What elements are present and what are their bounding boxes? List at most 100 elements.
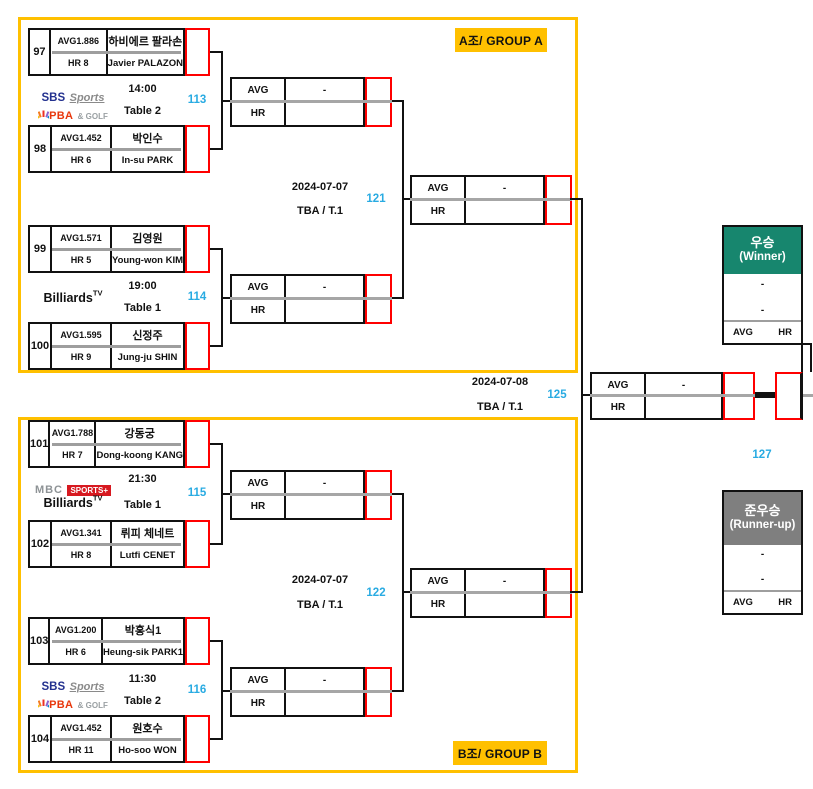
player-hr: HR 11 bbox=[68, 745, 94, 755]
row-divider bbox=[52, 51, 181, 54]
hr-label: HR bbox=[232, 299, 286, 322]
row-divider bbox=[52, 543, 181, 546]
winner-header: 우승 (Winner) bbox=[724, 227, 801, 274]
connector-line bbox=[570, 591, 583, 593]
score-cell-101 bbox=[185, 420, 210, 468]
hr-value bbox=[286, 299, 363, 322]
match-time: 11:30 bbox=[128, 673, 157, 685]
player-entry-97: 97 AVG1.886 HR 8 하비에르 팔라손 Javier PALAZON bbox=[28, 28, 185, 76]
player-avg: AVG1.452 bbox=[60, 133, 102, 143]
winner-title-kr: 우승 bbox=[750, 235, 775, 251]
winner-title-en: (Winner) bbox=[739, 251, 786, 264]
avg-value: - bbox=[502, 576, 507, 587]
player-hr: HR 8 bbox=[68, 58, 89, 68]
peacock-icon bbox=[35, 110, 53, 120]
player-entry-103: 103 AVG1.200 HR 6 박홍식1 Heung-sik PARK1 bbox=[28, 617, 185, 665]
peacock-icon bbox=[35, 699, 53, 709]
connector-line bbox=[392, 493, 404, 495]
runner-up-title-en: (Runner-up) bbox=[729, 519, 796, 532]
hr-label: HR bbox=[412, 200, 466, 223]
hr-label: HR bbox=[232, 692, 286, 715]
player-name-kr: 김영원 bbox=[132, 233, 163, 245]
match-time: 19:00 bbox=[128, 280, 157, 292]
seed-number: 102 bbox=[30, 522, 52, 566]
hr-label: HR bbox=[232, 495, 286, 518]
sbs-logo-text: SBS bbox=[41, 92, 66, 104]
connector-line bbox=[801, 343, 803, 372]
connector-line bbox=[221, 493, 230, 495]
hr-value bbox=[466, 593, 543, 616]
hr-label: HR bbox=[232, 102, 286, 125]
player-hr: HR 5 bbox=[70, 255, 92, 265]
billiards-tv-logo: BilliardsTV bbox=[30, 289, 116, 307]
player-name-en: Young-won KIM bbox=[111, 254, 183, 266]
player-name-en: In-su PARK bbox=[121, 154, 174, 166]
final-bridge-connector bbox=[755, 392, 775, 398]
avg-label: AVG bbox=[733, 597, 753, 608]
connector-line bbox=[402, 591, 410, 593]
player-name-kr: 하비에르 팔라손 bbox=[108, 36, 183, 48]
seed-number: 103 bbox=[30, 619, 51, 663]
semi-date: 2024-07-07 bbox=[291, 181, 349, 193]
score-cell-104 bbox=[185, 715, 210, 763]
match-number-125: 125 bbox=[547, 389, 567, 401]
sbs-pba-golf-logo: SBS Sports PBA & GOLF bbox=[30, 88, 116, 125]
sbs-sports-text: Sports bbox=[69, 681, 105, 693]
player-avg: AVG1.571 bbox=[60, 233, 102, 243]
seed-number: 98 bbox=[30, 127, 52, 171]
match-box-114: AVG - HR bbox=[230, 274, 392, 324]
match-number-116: 116 bbox=[187, 684, 207, 696]
player-entry-99: 99 AVG1.571 HR 5 김영원 Young-won KIM bbox=[28, 225, 185, 273]
match-box-122: AVG - HR bbox=[410, 568, 572, 618]
pba-golf-text: & GOLF bbox=[77, 112, 108, 122]
row-divider bbox=[52, 345, 181, 348]
score-cell-97 bbox=[185, 28, 210, 76]
score-cell-102 bbox=[185, 520, 210, 568]
row-divider bbox=[230, 690, 392, 693]
connector-line bbox=[221, 690, 230, 692]
avg-value: - bbox=[322, 478, 327, 489]
hr-label: HR bbox=[412, 593, 466, 616]
billiards-tv-logo: BilliardsTV bbox=[30, 494, 116, 512]
winner-score-placeholder: - bbox=[760, 305, 765, 316]
player-hr: HR 6 bbox=[70, 155, 92, 165]
winner-box: 우승 (Winner) - - AVG HR bbox=[722, 225, 803, 345]
match-number-115: 115 bbox=[187, 487, 207, 499]
player-avg: AVG1.200 bbox=[54, 625, 97, 635]
billiards-tv-text: TV bbox=[92, 288, 103, 298]
row-divider bbox=[230, 297, 392, 300]
player-avg: AVG1.595 bbox=[60, 330, 102, 340]
match-box-115: AVG - HR bbox=[230, 470, 392, 520]
match-time: 21:30 bbox=[128, 473, 157, 485]
row-divider bbox=[52, 738, 181, 741]
sbs-sports-text: Sports bbox=[69, 92, 105, 104]
avg-value: - bbox=[322, 85, 327, 96]
connector-line bbox=[402, 198, 410, 200]
runner-up-header: 준우승 (Runner-up) bbox=[724, 492, 801, 545]
row-divider bbox=[590, 394, 755, 397]
row-divider bbox=[52, 443, 181, 446]
final-date: 2024-07-08 bbox=[471, 376, 529, 388]
semi-venue: TBA / T.1 bbox=[296, 205, 344, 217]
player-hr: HR 9 bbox=[70, 352, 92, 362]
semi-venue: TBA / T.1 bbox=[296, 599, 344, 611]
hr-value bbox=[646, 396, 721, 418]
row-divider bbox=[52, 248, 181, 251]
match-box-116: AVG - HR bbox=[230, 667, 392, 717]
billiards-logo-text: Billiards bbox=[43, 496, 93, 510]
seed-number: 104 bbox=[30, 717, 52, 761]
match-number-114: 114 bbox=[187, 291, 207, 303]
avg-label: AVG bbox=[412, 570, 466, 593]
runner-up-name-placeholder: - bbox=[760, 549, 765, 560]
player-name-kr: 신정주 bbox=[132, 330, 163, 342]
avg-label: AVG bbox=[592, 374, 646, 396]
pba-logo-text: PBA bbox=[49, 110, 74, 123]
player-name-en: Lutfi CENET bbox=[119, 549, 176, 561]
player-entry-100: 100 AVG1.595 HR 9 신정주 Jung-ju SHIN bbox=[28, 322, 185, 370]
billiards-tv-text: TV bbox=[92, 493, 103, 503]
avg-label: AVG bbox=[733, 327, 753, 338]
match-table: Table 1 bbox=[123, 302, 162, 314]
runner-up-title-kr: 준우승 bbox=[744, 503, 781, 519]
connector-line bbox=[221, 297, 230, 299]
